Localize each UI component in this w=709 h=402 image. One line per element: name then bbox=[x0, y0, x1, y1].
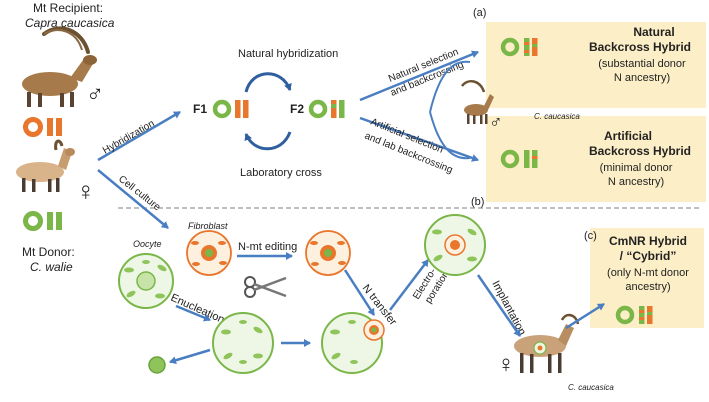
artificial-desc-2: N ancestry) bbox=[608, 176, 664, 188]
ibex-male-icon bbox=[22, 26, 97, 107]
recipient-label: Mt Recipient: bbox=[33, 1, 103, 15]
panel-artificial-backcross bbox=[486, 116, 706, 202]
enucleated-oocyte-icon bbox=[212, 312, 274, 374]
artificial-title-1: Artificial bbox=[604, 129, 652, 143]
donor-label: Mt Donor: bbox=[22, 245, 75, 259]
recipient-mtdna-icon bbox=[23, 117, 62, 137]
edited-fibroblast-cell-icon bbox=[305, 230, 351, 276]
panel-label-a: (a) bbox=[473, 7, 486, 19]
backcross-curve-lower bbox=[429, 111, 471, 160]
reconstructed-oocyte-icon bbox=[321, 312, 385, 374]
arrow-enucleation bbox=[175, 304, 211, 322]
arrow-cell-culture bbox=[97, 169, 169, 229]
cmnr-desc-1: (only N-mt donor bbox=[607, 267, 689, 279]
goat-female-icon bbox=[16, 139, 75, 192]
cmnr-mtdna-icon bbox=[615, 305, 653, 325]
label-natural-hybridization: Natural hybridization bbox=[238, 48, 338, 60]
donor-species: C. walie bbox=[30, 260, 73, 274]
arrow-electroporation bbox=[389, 259, 429, 311]
arrow-implantation bbox=[476, 274, 522, 337]
f1-mtdna-icon bbox=[212, 99, 249, 119]
panel-label-b: (b) bbox=[471, 196, 484, 208]
label-oocyte: Oocyte bbox=[133, 239, 162, 249]
natural-desc-1: (substantial donor bbox=[598, 58, 686, 70]
label-cell-culture: Cell culture bbox=[116, 174, 163, 214]
arrow-to-artificial bbox=[359, 116, 479, 162]
natural-title-2: Backcross Hybrid bbox=[589, 40, 691, 54]
fibroblast-cell-icon bbox=[186, 230, 232, 276]
arrow-hybridization bbox=[97, 110, 181, 162]
f2-mtdna-icon bbox=[308, 99, 345, 119]
female-symbol-donor: ♀ bbox=[76, 176, 96, 206]
label-hybridization: Hybridization bbox=[101, 118, 157, 156]
label-f2: F2 bbox=[290, 102, 304, 116]
female-symbol-surrogate: ♀ bbox=[497, 351, 515, 378]
cmnr-title-2: / “Cybrid” bbox=[620, 249, 677, 263]
natural-mtdna-icon bbox=[500, 37, 538, 57]
label-f1: F1 bbox=[193, 102, 207, 116]
artificial-desc-1: (minimal donor bbox=[600, 162, 673, 174]
label-laboratory-cross: Laboratory cross bbox=[240, 167, 322, 179]
scissors-icon bbox=[244, 276, 287, 298]
label-n-mt-editing: N-mt editing bbox=[238, 241, 297, 253]
donor-mtdna-icon bbox=[23, 211, 62, 231]
arrow-natural-hybridization bbox=[244, 72, 292, 93]
label-c-caucasica-bottom: C. caucasica bbox=[568, 383, 614, 392]
artificial-title-2: Backcross Hybrid bbox=[589, 144, 691, 158]
cmnr-desc-2: ancestry) bbox=[625, 281, 670, 293]
label-enucleation: Enucleation bbox=[169, 292, 226, 326]
arrow-laboratory-cross bbox=[244, 131, 292, 151]
ibex-mid-icon bbox=[461, 79, 494, 124]
label-implantation: Implantation bbox=[489, 279, 528, 338]
panel-label-c: (c) bbox=[584, 230, 597, 242]
natural-desc-2: N ancestry) bbox=[614, 72, 670, 84]
surrogate-goat-icon bbox=[514, 313, 580, 373]
arrow-to-cmnr bbox=[565, 302, 605, 330]
removed-nucleus-icon bbox=[148, 356, 166, 374]
recipient-species: Capra caucasica bbox=[25, 16, 115, 30]
embryo-cell-icon bbox=[424, 214, 486, 276]
arrow-nucleus-removed bbox=[169, 348, 211, 365]
arrow-to-natural bbox=[359, 50, 479, 102]
label-fibroblast: Fibroblast bbox=[188, 221, 228, 231]
arrow-n-transfer bbox=[343, 269, 376, 316]
male-symbol: ♂ bbox=[86, 81, 104, 108]
panel-natural-backcross bbox=[486, 22, 706, 108]
oocyte-cell-icon bbox=[118, 253, 174, 309]
cmnr-title-1: CmNR Hybrid bbox=[609, 234, 687, 248]
backcross-curve-upper bbox=[429, 60, 471, 113]
artificial-mtdna-icon bbox=[500, 149, 538, 169]
label-c-caucasica-mid: C. caucasica bbox=[534, 112, 580, 121]
natural-title-1: Natural bbox=[633, 25, 674, 39]
male-symbol-mid: ♂ bbox=[489, 112, 503, 132]
